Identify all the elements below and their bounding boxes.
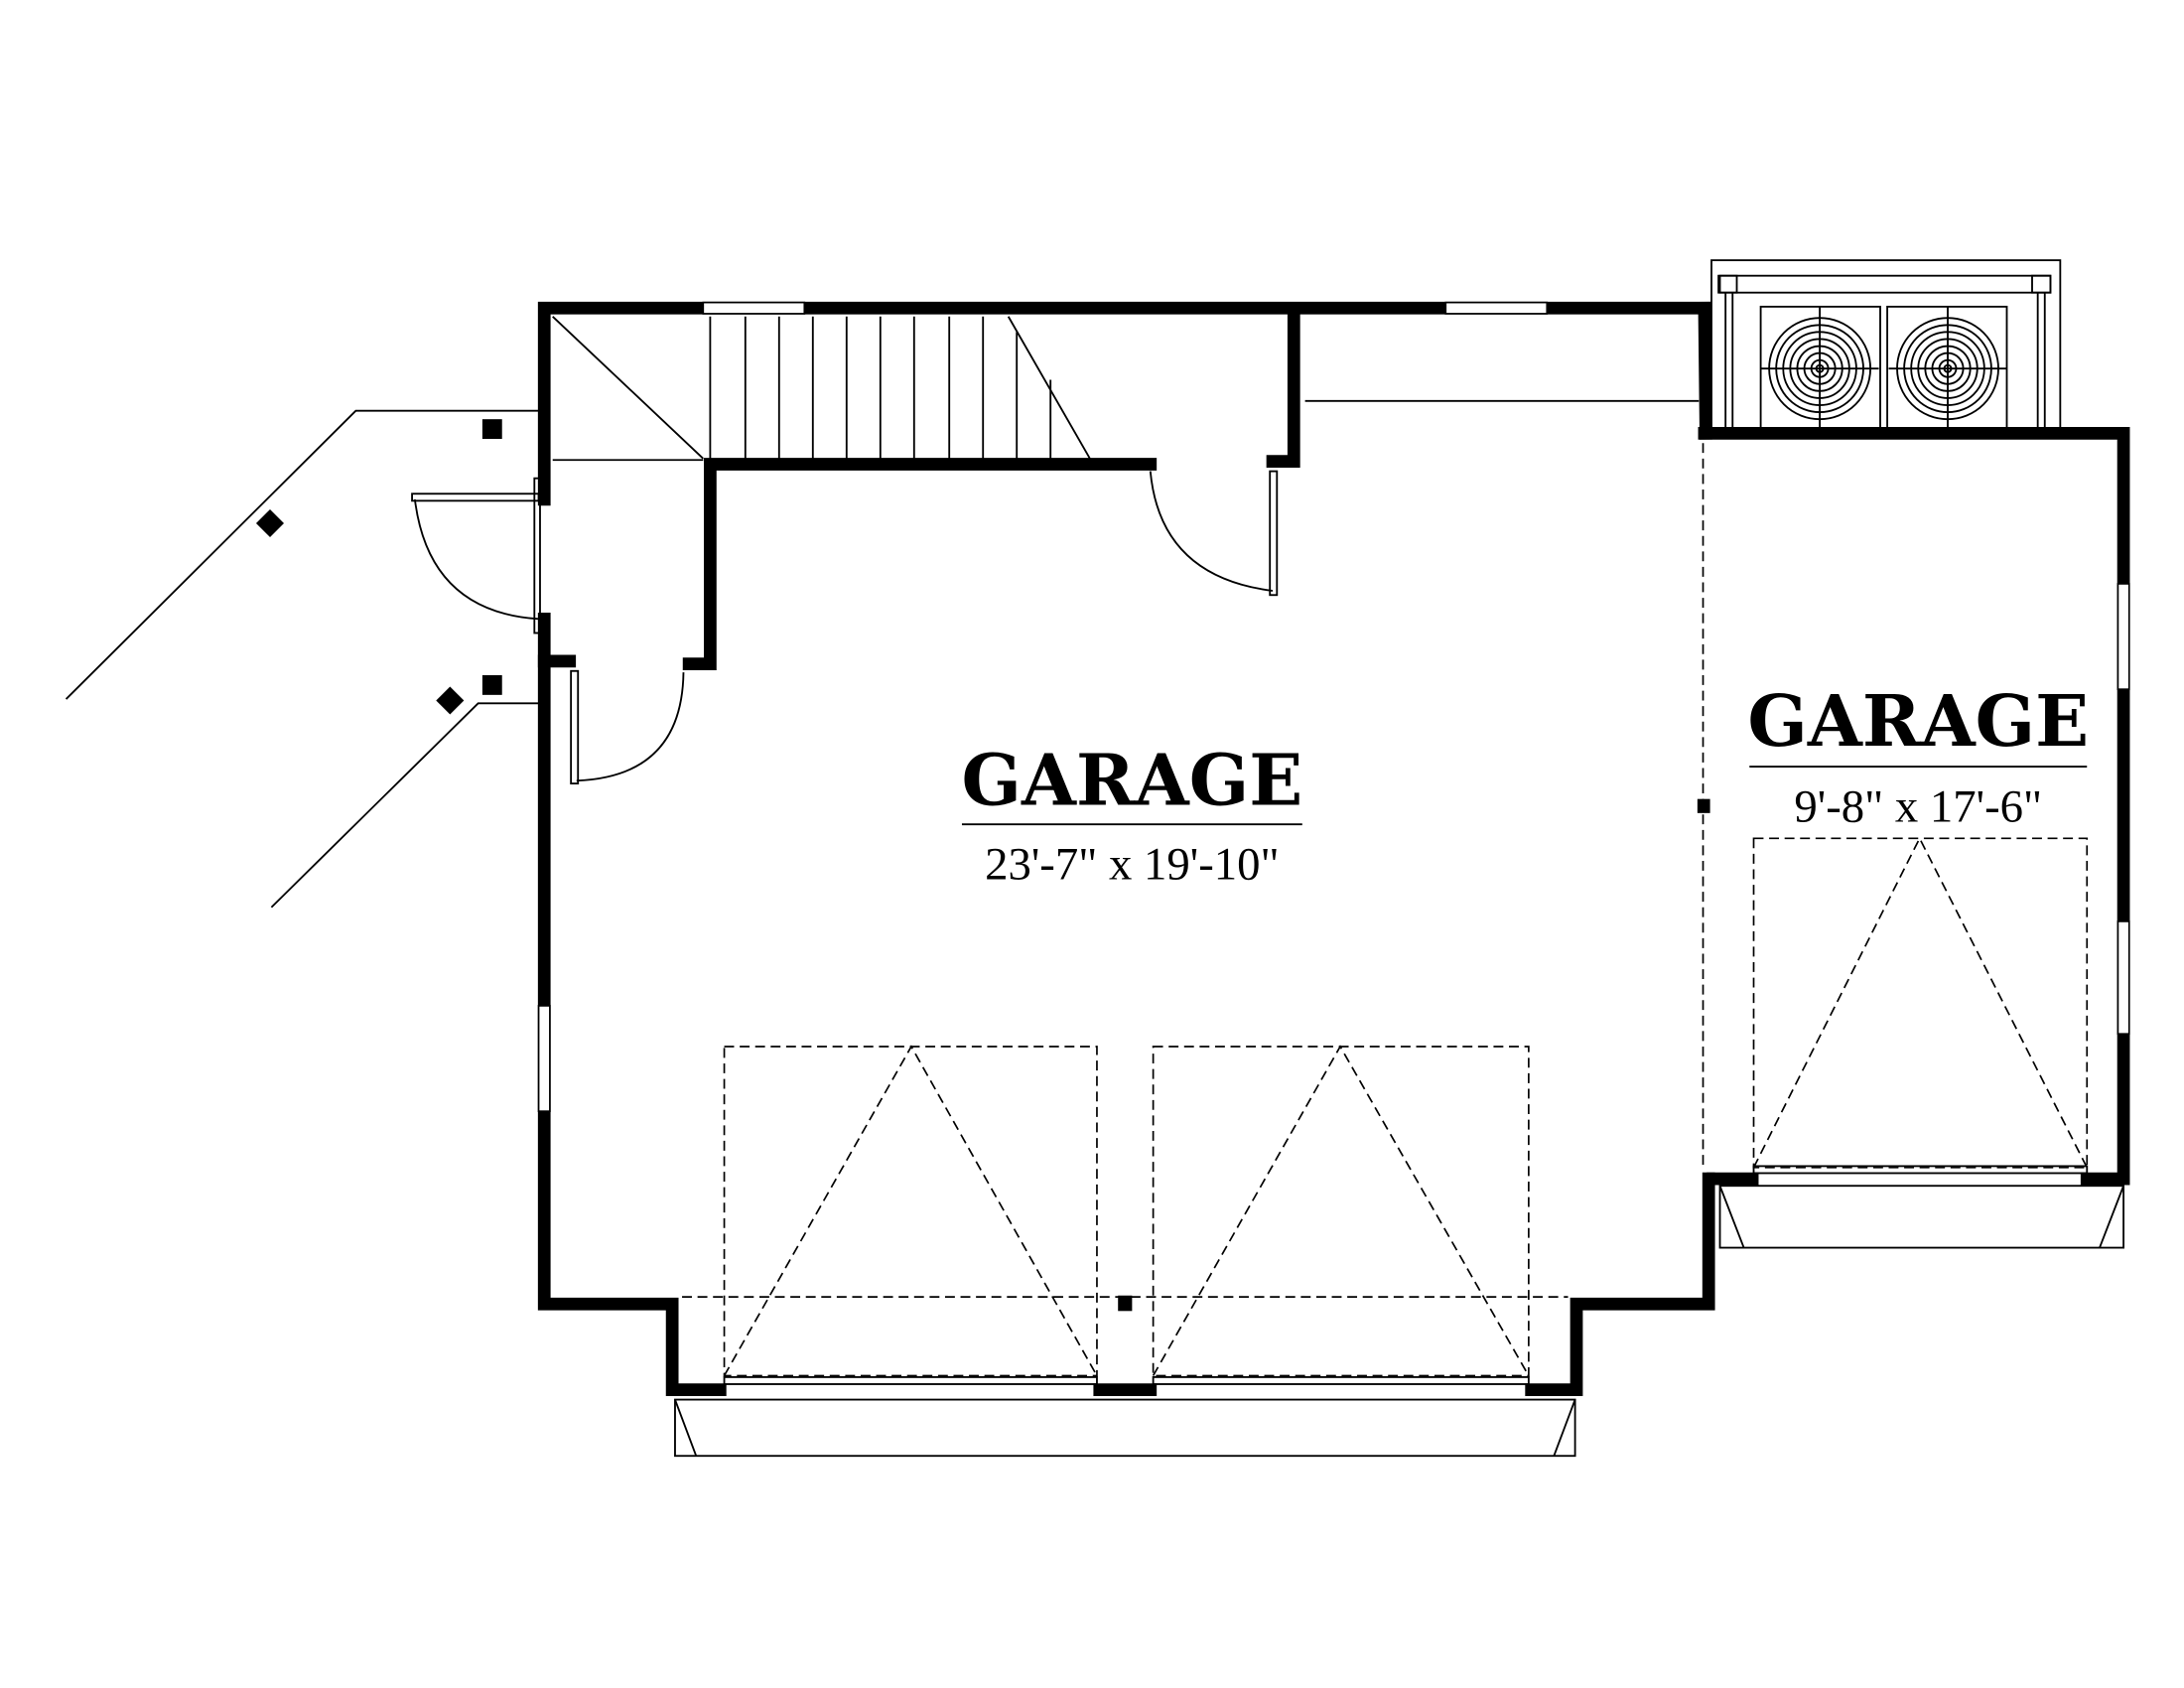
room-dimensions: 9'-8" x 17'-6"	[1794, 780, 2042, 832]
door	[1149, 470, 1279, 597]
right-garage-walls	[1697, 426, 2130, 1186]
window	[702, 301, 806, 315]
porch	[65, 409, 539, 909]
garage-door-left	[723, 1045, 1098, 1385]
room-name: GARAGE	[962, 738, 1303, 821]
window	[2116, 583, 2130, 691]
driveway-apron	[674, 1398, 1576, 1458]
garage-door-center	[1152, 1045, 1530, 1385]
window	[1444, 301, 1549, 315]
room-dimensions: 23'-7" x 19'-10"	[985, 838, 1279, 890]
garage-door-right	[1752, 836, 2089, 1175]
door	[570, 669, 685, 785]
room-label-side-garage: GARAGE 9'-8" x 17'-6"	[1747, 679, 2089, 832]
entry-door	[411, 477, 541, 634]
staircase	[552, 316, 1091, 462]
window	[537, 1005, 551, 1113]
ac-units-icon	[1710, 259, 2062, 431]
window	[2116, 920, 2130, 1036]
room-label-main-garage: GARAGE 23'-7" x 19'-10"	[962, 738, 1303, 890]
driveway-apron	[1718, 1185, 2125, 1249]
room-name: GARAGE	[1747, 679, 2089, 763]
